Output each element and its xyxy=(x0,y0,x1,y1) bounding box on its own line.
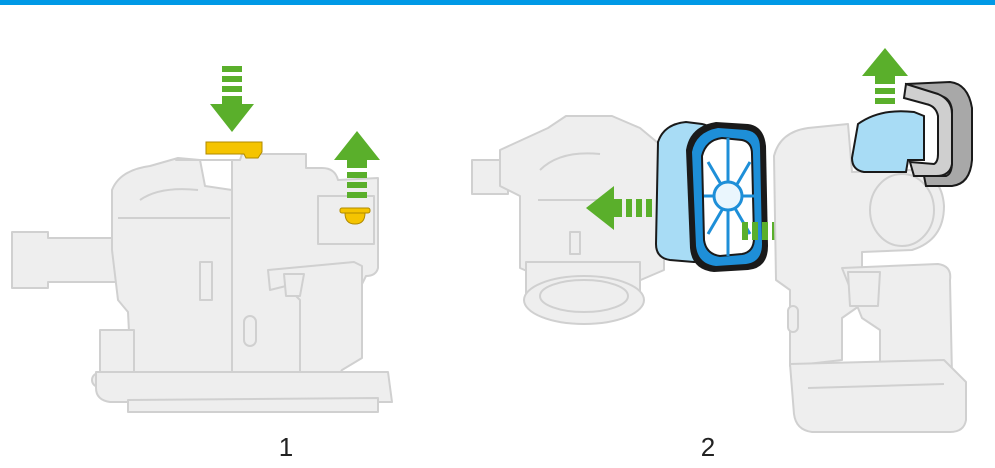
lift-up-arrow xyxy=(862,48,908,104)
press-down-arrow xyxy=(210,66,254,132)
step-1-illustration xyxy=(12,66,392,412)
step-number-2: 2 xyxy=(688,432,728,462)
post-motor-filter xyxy=(686,122,768,272)
handheld-vacuum-side-view xyxy=(12,154,392,412)
cyclone-unit xyxy=(472,116,664,324)
step-2-illustration xyxy=(472,48,972,432)
release-button xyxy=(206,142,262,158)
step-number-1: 1 xyxy=(266,432,306,462)
instruction-illustration xyxy=(0,5,995,468)
